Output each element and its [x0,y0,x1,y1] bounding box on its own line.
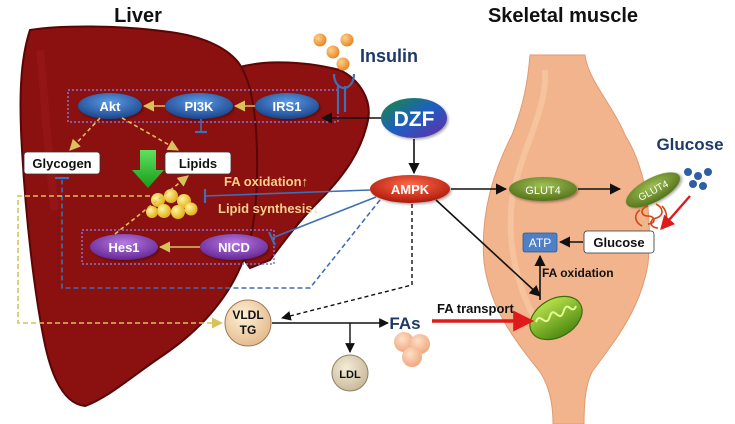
arrow-glucose-uptake [660,195,691,231]
hes1-label: Hes1 [108,240,139,255]
glut4-cytoplasm-node: GLUT4 [509,177,577,201]
inhibit-ampk-nicd [271,196,377,239]
dzf-label: DZF [394,108,435,131]
lipids-box: Lipids [164,151,232,175]
arrow-ampk-to-mitochondrion [435,199,541,297]
irs1-label: IRS1 [273,99,302,114]
ampk-label: AMPK [391,182,430,197]
inhibit-bar-ampk-nicd [268,231,276,246]
insulin-label: Insulin [360,46,418,66]
ldl-label: LDL [339,369,361,381]
arrow-akt-to-glycogen [69,117,101,151]
pi3k-label: PI3K [185,99,215,114]
ampk-node: AMPK [370,175,450,203]
nicd-node: NICD [200,234,268,260]
glucose-external-label: Glucose [656,135,723,154]
insulin-receptor-icon [332,73,356,112]
glucose-molecules-icon [684,168,712,190]
fa-transport-label: FA transport [437,301,514,316]
liver-fa-oxidation-label: FA oxidation↑ [224,174,308,189]
inhibit-ampk-glycogen [61,180,381,289]
vldl-label: VLDL [232,308,263,322]
glycogen-box: Glycogen [23,151,101,175]
mitochondrion-icon [529,295,583,341]
arrow-ampk-to-vldl [281,204,413,321]
liver-lipid-synthesis-label: Lipid synthesis↓ [218,201,319,216]
inhibit-ampk-lipid-droplets [204,189,371,197]
akt-node: Akt [78,93,142,119]
arrow-hes1-to-lipids [114,175,189,235]
tg-label: TG [240,323,257,337]
arrow-lipids-to-vldl [17,195,224,329]
akt-label: Akt [100,99,122,114]
notch-pathway-box [81,229,275,265]
glycogen-label: Glycogen [32,156,91,171]
hes1-node: Hes1 [90,234,158,260]
decrease-arrow-icon [132,150,164,188]
liver-shape [19,25,370,408]
nicd-label: NICD [218,240,250,255]
lipids-label: Lipids [179,156,217,171]
insulin-molecules-icon [313,33,354,71]
title-skeletal-muscle: Skeletal muscle [488,5,638,27]
ldl-node: LDL [331,354,369,392]
glut4-cytoplasm-label: GLUT4 [525,185,560,197]
vldl-tg-node: VLDL TG [224,299,272,347]
title-liver: Liver [114,5,162,27]
irs1-node: IRS1 [255,93,319,119]
muscle-fa-oxidation-label: FA oxidation [542,266,614,280]
fas-label: FAs [389,314,420,333]
glucose-internal-box: Glucose [583,230,655,254]
dzf-node [381,98,447,138]
pi3k-node: PI3K [165,93,233,119]
atp-box: ATP [522,232,558,253]
atp-label: ATP [529,236,551,250]
glucose-internal-label: Glucose [593,235,644,250]
fatty-acid-droplets-icon [394,332,430,367]
arrow-akt-to-lipids [121,117,179,151]
